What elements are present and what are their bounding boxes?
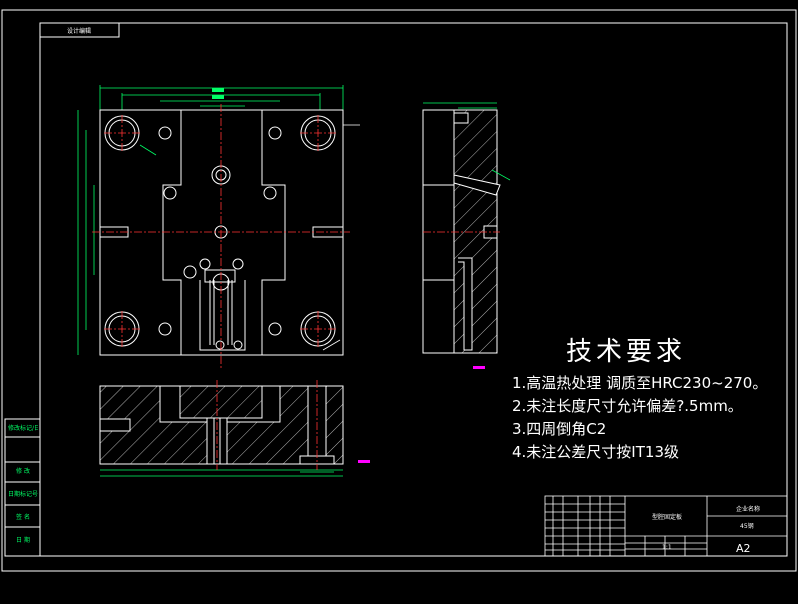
side-strip-label: 日期标记号: [8, 491, 38, 498]
drawing-name: 型腔固定板: [652, 514, 683, 521]
side-strip-label: 签 名: [16, 514, 30, 521]
note-item: 1.高温热处理 调质至HRC230~270。: [512, 374, 768, 392]
side-strip-label: 修 改: [16, 468, 30, 475]
sheet-size: A2: [736, 542, 751, 555]
side-strip-label: 修改标记/日期: [8, 425, 38, 432]
scale-ratio: 1:1: [662, 544, 672, 551]
note-item: 2.未注长度尺寸允许偏差?.5mm。: [512, 397, 743, 415]
side-strip: [4, 418, 41, 557]
notes-title: 技术要求: [566, 337, 687, 367]
outer-frame: [1, 9, 797, 572]
school-name: 企业名称: [736, 506, 761, 513]
technical-requirements: 技术要求 1.高温热处理 调质至HRC230~270。 2.未注长度尺寸允许偏差…: [512, 332, 796, 464]
bottom-section-view: [99, 380, 370, 477]
side-strip-label: 日 期: [16, 537, 30, 544]
title-block: [544, 495, 788, 557]
plan-view: [77, 85, 360, 370]
material: 45钢: [740, 523, 754, 530]
top-label: 设计编辑: [66, 28, 91, 35]
side-section-view: [422, 102, 511, 369]
inner-frame: [39, 22, 788, 557]
note-item: 3.四周倒角C2: [512, 420, 607, 438]
top-label-box: [39, 22, 120, 38]
note-item: 4.未注公差尺寸按IT13级: [512, 443, 679, 461]
